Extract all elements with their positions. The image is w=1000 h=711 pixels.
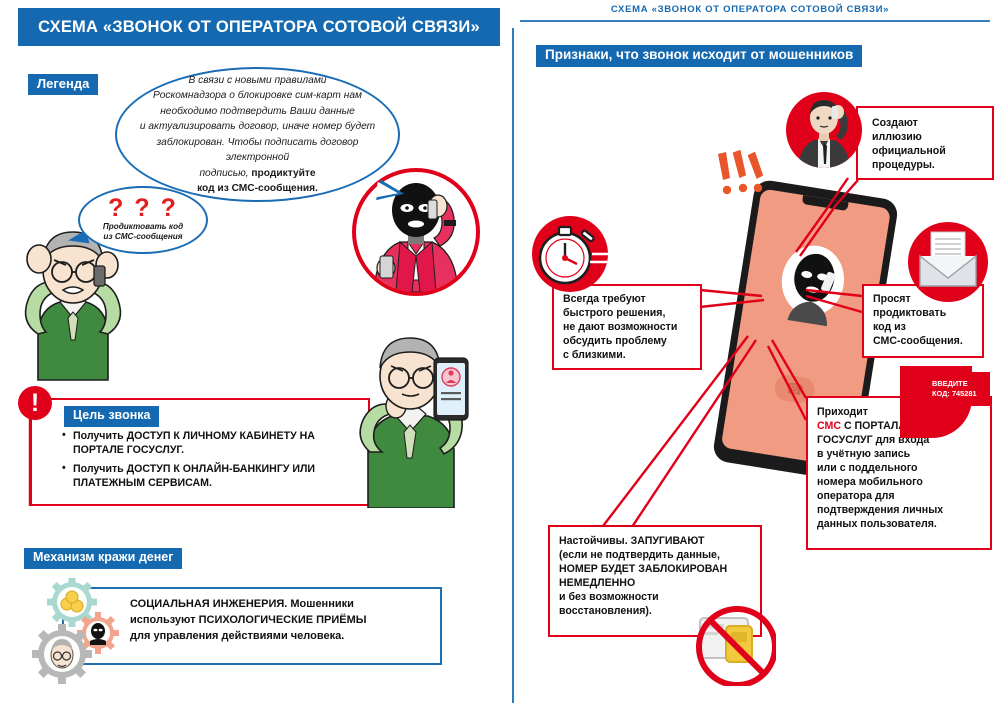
- mechanism-chip: Механизм кражи денег: [24, 548, 183, 569]
- call-goal-chip: Цель звонка: [64, 406, 160, 427]
- mechanism-box: [62, 587, 442, 665]
- callout-sms-request-text: Просят продиктовать код из СМС-сообщения…: [864, 286, 982, 349]
- stopwatch-circle: [532, 216, 608, 292]
- gosuslugi-line-5: или с поддельного: [817, 461, 918, 474]
- envelope-circle: [908, 222, 988, 302]
- worried-elderly-man-icon: [24, 231, 122, 381]
- call-goal-item: Получить ДОСТУП К ОНЛАЙН-БАНКИНГУ ИЛИ ПЛ…: [62, 462, 362, 491]
- gears-social-engineering-icon: [32, 578, 119, 684]
- legend-speech-bubble: В связи с новыми правилами Роскомнадзора…: [115, 67, 400, 202]
- official-line-4: процедуры.: [872, 158, 935, 171]
- sms-request-line-4: СМС-сообщения.: [873, 334, 963, 347]
- callout-official-text: Создают иллюзию официальной процедуры.: [858, 108, 992, 173]
- bubble-line-1: В связи с новыми правилами: [188, 74, 327, 86]
- official-line-2: иллюзию: [872, 130, 922, 143]
- gosuslugi-line-8: подтверждения личных: [817, 503, 944, 516]
- bubble-line-5: заблокирован. Чтобы подписать договор эл…: [156, 136, 359, 164]
- elderly-man-with-smartphone-icon: [359, 337, 469, 508]
- bubble-line-4: и актуализировать договор, иначе номер б…: [139, 121, 376, 132]
- gosuslugi-line-2-rest: С ПОРТАЛА: [841, 419, 906, 432]
- panel-divider: [512, 28, 514, 703]
- envelope-icon: [919, 231, 977, 287]
- sms-request-line-1: Просят: [873, 293, 911, 305]
- legend-chip: Легенда: [28, 74, 99, 96]
- callout-intimidation-text: Настойчивы. ЗАПУГИВАЮТ (если не подтверд…: [550, 527, 760, 619]
- callout-intimidation: Настойчивы. ЗАПУГИВАЮТ (если не подтверд…: [548, 525, 762, 637]
- masked-fraudster-circle: [352, 168, 480, 296]
- enter-code-badge: ВВЕДИТЕ КОД: 745281: [926, 372, 990, 406]
- gosuslugi-line-4: в учётную запись: [817, 447, 911, 460]
- intimidation-line-5: и без возможности: [559, 590, 659, 603]
- businessman-phone-icon: [798, 100, 850, 168]
- urgency-line-4: обсудить проблему: [563, 334, 667, 347]
- question-marks: ? ? ?: [108, 193, 178, 222]
- mechanism-line-1: СОЦИАЛЬНАЯ ИНЖЕНЕРИЯ. Мошенники: [130, 598, 354, 610]
- intimidation-line-2: (если не подтвердить данные,: [559, 548, 720, 561]
- main-title-bar: СХЕМА «ЗВОНОК ОТ ОПЕРАТОРА СОТОВОЙ СВЯЗИ…: [18, 8, 500, 46]
- right-header-title: СХЕМА «ЗВОНОК ОТ ОПЕРАТОРА СОТОВОЙ СВЯЗИ…: [610, 4, 890, 15]
- question-caption-line-2: из СМС-сообщения: [103, 232, 183, 242]
- gosuslugi-line-9: данных пользователя.: [817, 517, 937, 530]
- bubble-line-6: подписью,: [199, 167, 252, 179]
- gosuslugi-line-1: Приходит: [817, 406, 868, 418]
- intimidation-line-4: НЕМЕДЛЕННО: [559, 576, 636, 589]
- alert-exclamation-icon: !: [18, 386, 52, 420]
- question-bubble: ? ? ? Продиктовать код из СМС-сообщения: [78, 186, 208, 254]
- main-title: СХЕМА «ЗВОНОК ОТ ОПЕРАТОРА СОТОВОЙ СВЯЗИ…: [38, 17, 480, 36]
- legend-speech-text: В связи с новыми правилами Роскомнадзора…: [117, 73, 398, 197]
- callout-gosuslugi-text: Приходит СМС С ПОРТАЛА ГОСУСЛУГ для вход…: [808, 398, 990, 532]
- question-caption: Продиктовать код из СМС-сообщения: [103, 222, 183, 243]
- official-line-3: официальной: [872, 144, 946, 157]
- sms-request-line-2: продиктовать: [873, 306, 947, 319]
- callout-sms-request: Просят продиктовать код из СМС-сообщения…: [862, 284, 984, 358]
- left-panel: СХЕМА «ЗВОНОК ОТ ОПЕРАТОРА СОТОВОЙ СВЯЗИ…: [0, 0, 500, 711]
- callout-official-procedure: Создают иллюзию официальной процедуры.: [856, 106, 994, 180]
- call-goal-list: Получить ДОСТУП К ЛИЧНОМУ КАБИНЕТУ НА ПО…: [62, 429, 362, 496]
- intimidation-line-3: НОМЕР БУДЕТ ЗАБЛОКИРОВАН: [559, 562, 728, 575]
- businessman-phone-circle: [786, 92, 862, 168]
- urgency-line-5: с близкими.: [563, 348, 626, 361]
- signs-chip: Признаки, что звонок исходит от мошенник…: [536, 45, 863, 67]
- masked-caller-avatar-icon: [787, 253, 836, 327]
- gosuslugi-line-6: номера мобильного: [817, 475, 923, 488]
- mechanism-text: СОЦИАЛЬНАЯ ИНЖЕНЕРИЯ. Мошенники использу…: [130, 597, 435, 645]
- call-goal-item: Получить ДОСТУП К ЛИЧНОМУ КАБИНЕТУ НА ПО…: [62, 429, 362, 458]
- header-divider: [520, 20, 990, 22]
- warning-exclamations-icon: [718, 150, 764, 195]
- urgency-line-1: Всегда требуют: [563, 293, 646, 305]
- question-caption-line-1: Продиктовать код: [102, 221, 184, 231]
- code-badge-label: ВВЕДИТЕ: [932, 379, 968, 389]
- callout-urgency: Всегда требуют быстрого решения, не дают…: [552, 284, 702, 370]
- bubble-line-2: Роскомнадзора о блокировке сим-карт нам: [153, 90, 362, 101]
- urgency-line-3: не дают возможности: [563, 320, 678, 333]
- callout-urgency-text: Всегда требуют быстрого решения, не дают…: [554, 286, 700, 363]
- gosuslugi-line-7: оператора для: [817, 489, 895, 502]
- mechanism-line-3: для управления действиями человека.: [130, 629, 345, 642]
- bubble-line-6-bold: продиктуйте: [251, 167, 316, 179]
- intimidation-line-1: Настойчивы. ЗАПУГИВАЮТ: [559, 535, 705, 547]
- code-badge-code: КОД: 745281: [932, 389, 977, 398]
- bubble-line-3: необходимо подтвердить Ваши данные: [160, 105, 355, 117]
- right-panel: СХЕМА «ЗВОНОК ОТ ОПЕРАТОРА СОТОВОЙ СВЯЗИ…: [500, 0, 1000, 711]
- official-line-1: Создают: [872, 117, 918, 129]
- phone-notch: [801, 194, 849, 212]
- bubble-line-7-bold: код из СМС-сообщения.: [197, 183, 318, 194]
- callout-gosuslugi-sms: Приходит СМС С ПОРТАЛА ГОСУСЛУГ для вход…: [806, 396, 992, 550]
- blocked-sim-card-icon: [696, 606, 776, 686]
- masked-fraudster-icon: [373, 183, 459, 292]
- gosuslugi-line-2-red: СМС: [817, 419, 841, 432]
- urgency-line-2: быстрого решения,: [563, 306, 666, 319]
- mechanism-line-2: используют ПСИХОЛОГИЧЕСКИЕ ПРИЁМЫ: [130, 613, 367, 626]
- stopwatch-icon: [538, 225, 608, 285]
- sms-request-line-3: код из: [873, 320, 906, 333]
- intimidation-line-6: восстановления).: [559, 604, 652, 617]
